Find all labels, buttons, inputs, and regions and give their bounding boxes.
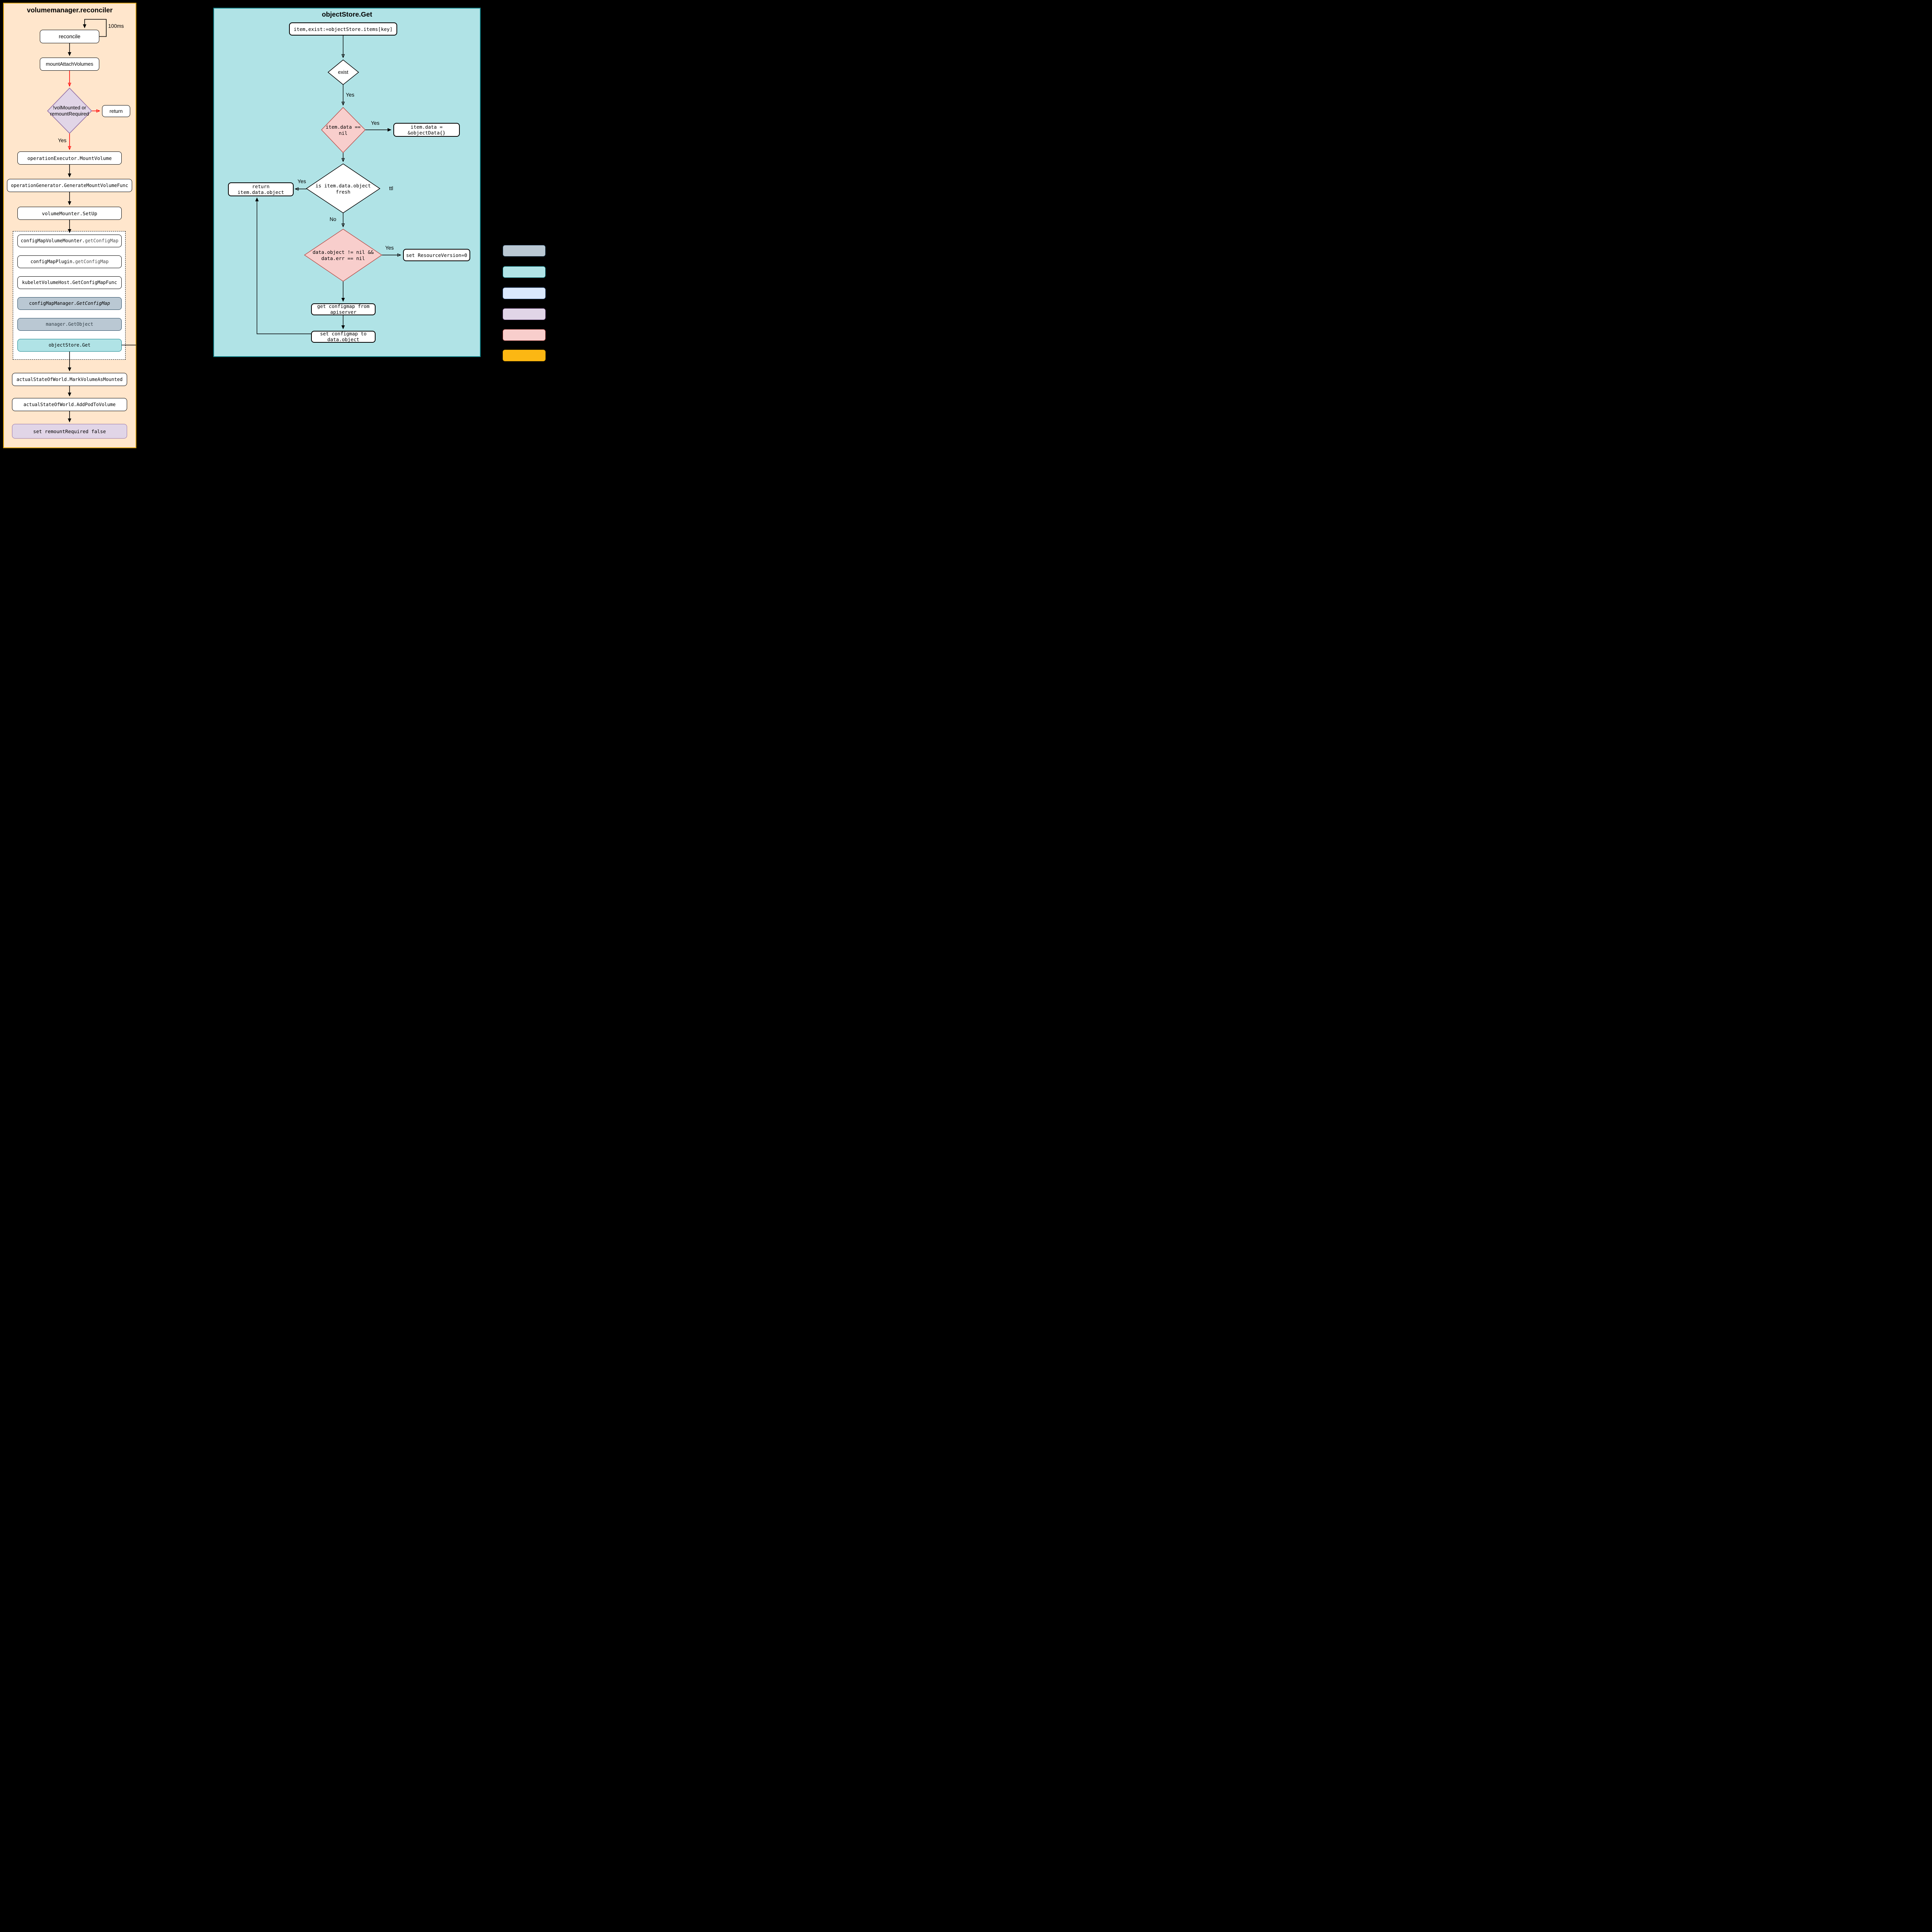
getconfigmap-call-stack-container	[13, 231, 126, 360]
node-mount-attach-volumes: mountAttachVolumes	[40, 58, 99, 71]
edge-label-no-fresh: No	[330, 216, 337, 222]
right-panel-title: objectStore.Get	[321, 10, 372, 18]
edges-layer	[47, 19, 401, 422]
legend-blue-gray-swatch	[503, 245, 546, 257]
legend-purple-swatch	[503, 308, 546, 320]
legend-teal-swatch	[503, 266, 546, 278]
decision-data-nil-diamond	[321, 107, 366, 153]
decision-err-label: data.object != nil && data.err == nil	[312, 249, 374, 261]
decision-exist-label: exist	[338, 69, 349, 75]
node-set-object-data: item.data =&objectData{}	[393, 123, 460, 137]
node-set-remount-required: set remountRequired false	[12, 424, 127, 439]
decision-fresh-diamond	[306, 163, 381, 213]
node-set-resource-version: set ResourceVersion=0	[403, 249, 470, 261]
edge-label-100ms: 100ms	[108, 23, 124, 29]
node-items-lookup: item,exist:=objectStore.items[key]	[289, 22, 397, 36]
node-operation-generator: operationGenerator.GenerateMountVolumeFu…	[7, 179, 132, 192]
node-configmap-volume-mounter: configMapVolumeMounter.getConfigMap	[17, 235, 122, 247]
edge-reconcile-self-loop	[83, 19, 107, 37]
node-volume-mounter-setup: volumeMounter.SetUp	[17, 207, 122, 220]
node-kubelet-volume-host: kubeletVolumeHost.GetConfigMapFunc	[17, 276, 122, 289]
edge-setconfigmap-to-return	[255, 197, 311, 334]
node-add-pod-to-volume: actualStateOfWorld.AddPodToVolume	[12, 398, 127, 411]
legend-light-blue-swatch	[503, 287, 546, 299]
edge-label-yes-exist: Yes	[346, 92, 355, 98]
legend-amber-swatch	[503, 350, 546, 361]
edge-label-yes-nil: Yes	[371, 120, 380, 126]
diagram-canvas: volumemanager.reconciler objectStore.Get	[0, 0, 606, 449]
node-manager-getobject: manager.GetObject	[17, 318, 122, 331]
node-configmap-plugin: configMapPlugin.getConfigMap	[17, 255, 122, 268]
edge-label-yes-err: Yes	[385, 245, 394, 251]
left-panel-title: volumemanager.reconciler	[27, 6, 113, 14]
edge-label-yes-fresh: Yes	[298, 179, 306, 184]
decision-volmounted-diamond	[47, 87, 92, 134]
legend-pink-swatch	[503, 329, 546, 341]
edge-label-ttl: ttl	[389, 185, 393, 191]
node-configmap-manager: configMapManager.GetConfigMap	[17, 297, 122, 310]
edge-label-yes-left: Yes	[58, 138, 67, 143]
decision-exist-diamond	[327, 60, 359, 85]
decision-data-nil-label: item.data == nil	[325, 124, 361, 136]
node-return: return	[102, 105, 130, 117]
decision-volmounted-label: !volMounted or remountRequired	[50, 104, 89, 117]
decision-fresh-label: is item.data.object fresh	[315, 182, 371, 195]
node-reconcile: reconcile	[40, 30, 99, 43]
node-operation-executor-mountvolume: operationExecutor.MountVolume	[17, 151, 122, 165]
decision-err-diamond	[304, 229, 383, 282]
node-objectstore-get: objectStore.Get	[17, 339, 122, 352]
node-mark-volume-as-mounted: actualStateOfWorld.MarkVolumeAsMounted	[12, 373, 127, 386]
